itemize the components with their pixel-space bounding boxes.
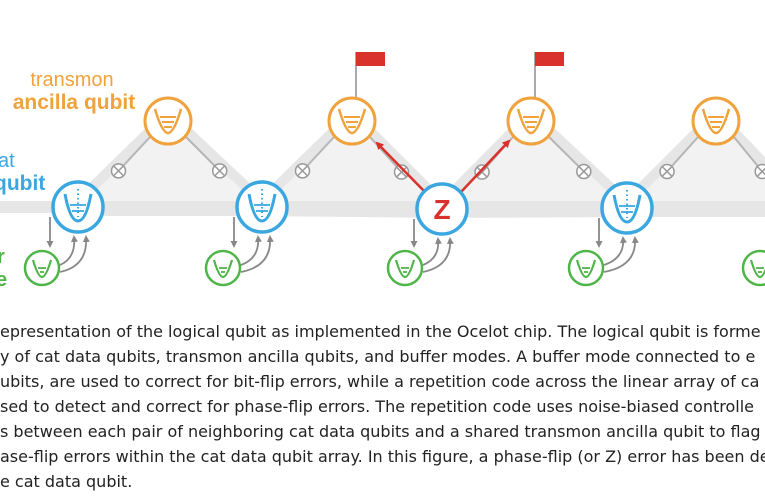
cat-qubit-double-well-icon	[235, 180, 289, 234]
cat-qubit-double-well-icon: Z	[415, 182, 469, 236]
buffer-arrow	[59, 235, 90, 273]
buffer-mode-well-icon	[23, 249, 61, 287]
z-error-label: Z	[433, 194, 450, 225]
buffer-arrow	[240, 235, 274, 273]
buffer-mode-well-icon	[386, 249, 424, 287]
red-flag-icon	[534, 52, 564, 98]
buffer-mode-well-icon	[204, 249, 242, 287]
figure-caption: epresentation of the logical qubit as im…	[0, 316, 765, 500]
ocelot-logical-qubit-diagram: Z transmon ancilla qubit at qubit r e	[0, 52, 765, 291]
buffer-arrow	[603, 236, 627, 266]
transmon-ancilla-qubits	[143, 96, 741, 146]
buffer-arrow	[422, 237, 454, 273]
caption-line: s between each pair of neighboring cat d…	[0, 422, 761, 441]
buffer-mode-well-icon	[741, 249, 765, 287]
couplers	[110, 163, 765, 180]
buffer-arrow	[422, 237, 443, 266]
coupler-cross-icon	[659, 163, 675, 180]
caption-line: e cat data qubit.	[0, 472, 133, 491]
caption-line: sed to detect and correct for phase-flip…	[0, 397, 754, 416]
error-flags	[355, 52, 564, 98]
coupler-cross-icon	[211, 163, 228, 179]
buffer-arrow	[603, 236, 639, 273]
cat-label-line2: qubit	[0, 172, 45, 195]
buffer-label-line2: e	[0, 269, 7, 291]
transmon-label-line1: transmon	[30, 69, 113, 91]
buffer-modes	[23, 249, 765, 287]
phase-flip-arrow	[460, 139, 511, 193]
coupler-wire	[548, 136, 585, 173]
transmon-potential-well-icon	[143, 96, 193, 146]
transmon-potential-well-icon	[327, 96, 377, 146]
caption-line: y of cat data qubits, transmon ancilla q…	[0, 347, 756, 366]
cat-data-qubits: Z	[51, 180, 654, 236]
arrows	[46, 139, 639, 273]
red-flag-icon	[355, 52, 385, 98]
caption-line: ase-flip errors within the cat data qubi…	[0, 447, 765, 466]
buffer-arrow	[240, 235, 262, 266]
coupler-wire	[369, 136, 403, 173]
cat-label-line1: at	[0, 150, 15, 172]
transmon-label-line2: ancilla qubit	[13, 91, 136, 114]
buffer-label-line1: r	[0, 246, 5, 268]
caption-line: epresentation of the logical qubit as im…	[0, 322, 761, 341]
coupler-cross-icon	[474, 164, 490, 180]
coupler-cross-icon	[393, 164, 410, 180]
coupler-wire	[185, 136, 221, 172]
coupler-cross-icon	[754, 163, 765, 180]
coupler-cross-icon	[110, 163, 127, 179]
cat-qubit-double-well-icon	[51, 180, 105, 234]
coupler-cross-icon	[576, 163, 592, 180]
phase-flip-arrow	[375, 141, 426, 193]
cat-qubit-double-well-icon	[600, 181, 654, 235]
coupler-cross-icon	[294, 163, 311, 179]
buffer-mode-well-icon	[567, 249, 605, 287]
transmon-potential-well-icon	[691, 96, 741, 146]
caption-line: ubits, are used to correct for bit-flip …	[0, 372, 760, 391]
buffer-arrow	[59, 235, 78, 266]
transmon-potential-well-icon	[506, 96, 556, 146]
